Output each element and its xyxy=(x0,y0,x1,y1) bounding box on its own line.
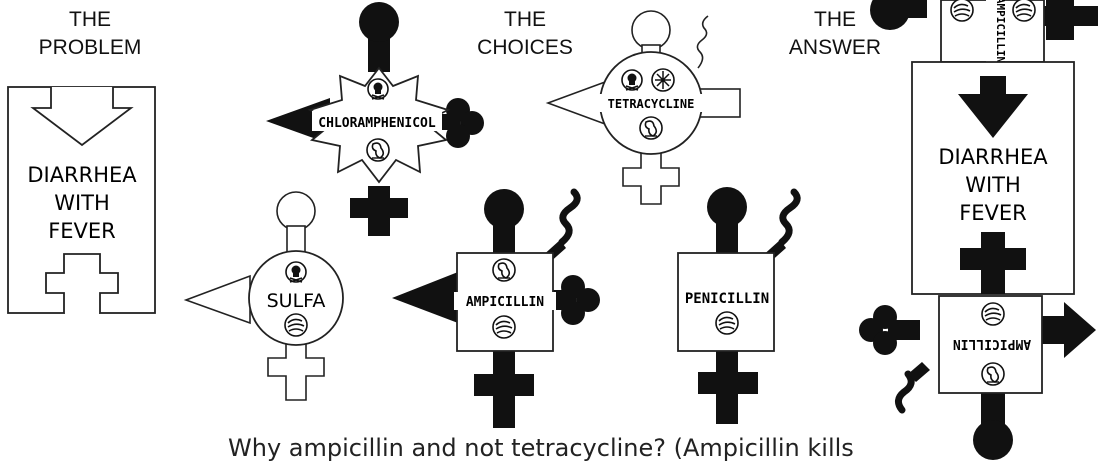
skull-icon xyxy=(368,79,388,99)
answer-card-line3: FEVER xyxy=(959,201,1027,225)
hand-icon xyxy=(982,303,1004,325)
penicillin-piece: PENICILLIN xyxy=(678,187,797,424)
squiggle-icon xyxy=(782,192,797,242)
hand-icon xyxy=(1013,0,1035,21)
squiggle-icon xyxy=(562,192,577,242)
ampicillin-label: AMPICILLIN xyxy=(466,295,544,310)
tetracycline-piece: TETRACYCLINE xyxy=(548,11,740,204)
skull-icon xyxy=(286,262,306,282)
chloramphenicol-label: CHLORAMPHENICOL xyxy=(318,116,436,131)
bird-icon xyxy=(640,117,662,139)
sulfa-piece: SULFA xyxy=(186,192,343,400)
problem-card-line1: DIARRHEA xyxy=(27,163,137,187)
answer-bottom-label: AMPICILLIN xyxy=(953,336,1031,351)
caption-text: Why ampicillin and not tetracycline? (Am… xyxy=(228,434,854,462)
answer-stack: AMPICILLIN DIARRHEA WITH FEVER AMPICILLI… xyxy=(859,0,1098,460)
hand-icon xyxy=(716,312,738,334)
answer-card-line1: DIARRHEA xyxy=(938,145,1048,169)
skull-icon xyxy=(622,70,642,90)
problem-card-line2: WITH xyxy=(54,191,110,215)
brain-icon xyxy=(652,69,674,91)
hand-icon xyxy=(951,0,973,21)
problem-card-line3: FEVER xyxy=(48,219,116,243)
tetracycline-label: TETRACYCLINE xyxy=(608,97,695,111)
penicillin-label: PENICILLIN xyxy=(685,291,769,307)
bird-icon xyxy=(493,259,515,281)
sulfa-label: SULFA xyxy=(267,290,326,312)
hand-icon xyxy=(285,314,307,336)
hand-icon xyxy=(493,316,515,338)
answer-top-label: AMPICILLIN xyxy=(994,0,1007,63)
bird-icon xyxy=(367,139,389,161)
answer-card-line2: WITH xyxy=(965,173,1021,197)
squiggle-icon xyxy=(898,374,911,410)
ampicillin-piece: AMPICILLIN xyxy=(392,189,600,428)
squiggle-icon xyxy=(697,16,708,68)
bird-icon xyxy=(982,363,1004,385)
